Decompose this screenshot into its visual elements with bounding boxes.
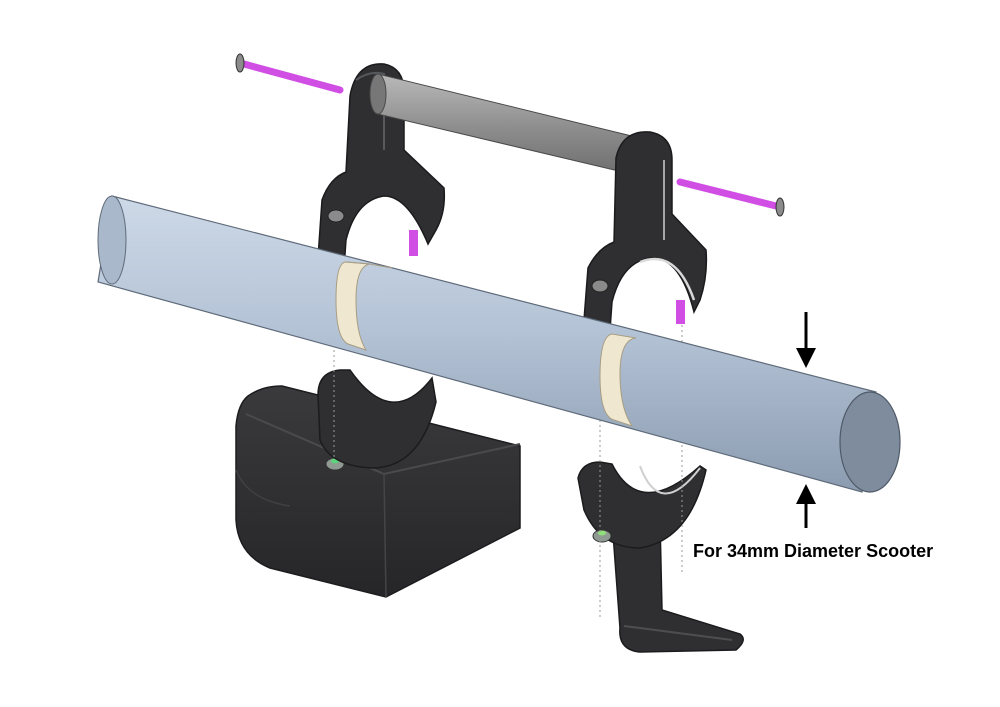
scooter-tube	[97, 195, 901, 493]
base-block	[235, 385, 521, 598]
collars	[335, 261, 637, 427]
dimension-arrows	[796, 312, 816, 528]
right-clamp-lower	[577, 461, 707, 549]
diameter-caption: For 34mm Diameter Scooter	[693, 541, 934, 561]
foot-stand	[611, 519, 744, 653]
left-clamp-upper	[317, 63, 446, 272]
left-clamp-lower	[317, 369, 437, 469]
right-clamp-upper	[583, 131, 708, 334]
